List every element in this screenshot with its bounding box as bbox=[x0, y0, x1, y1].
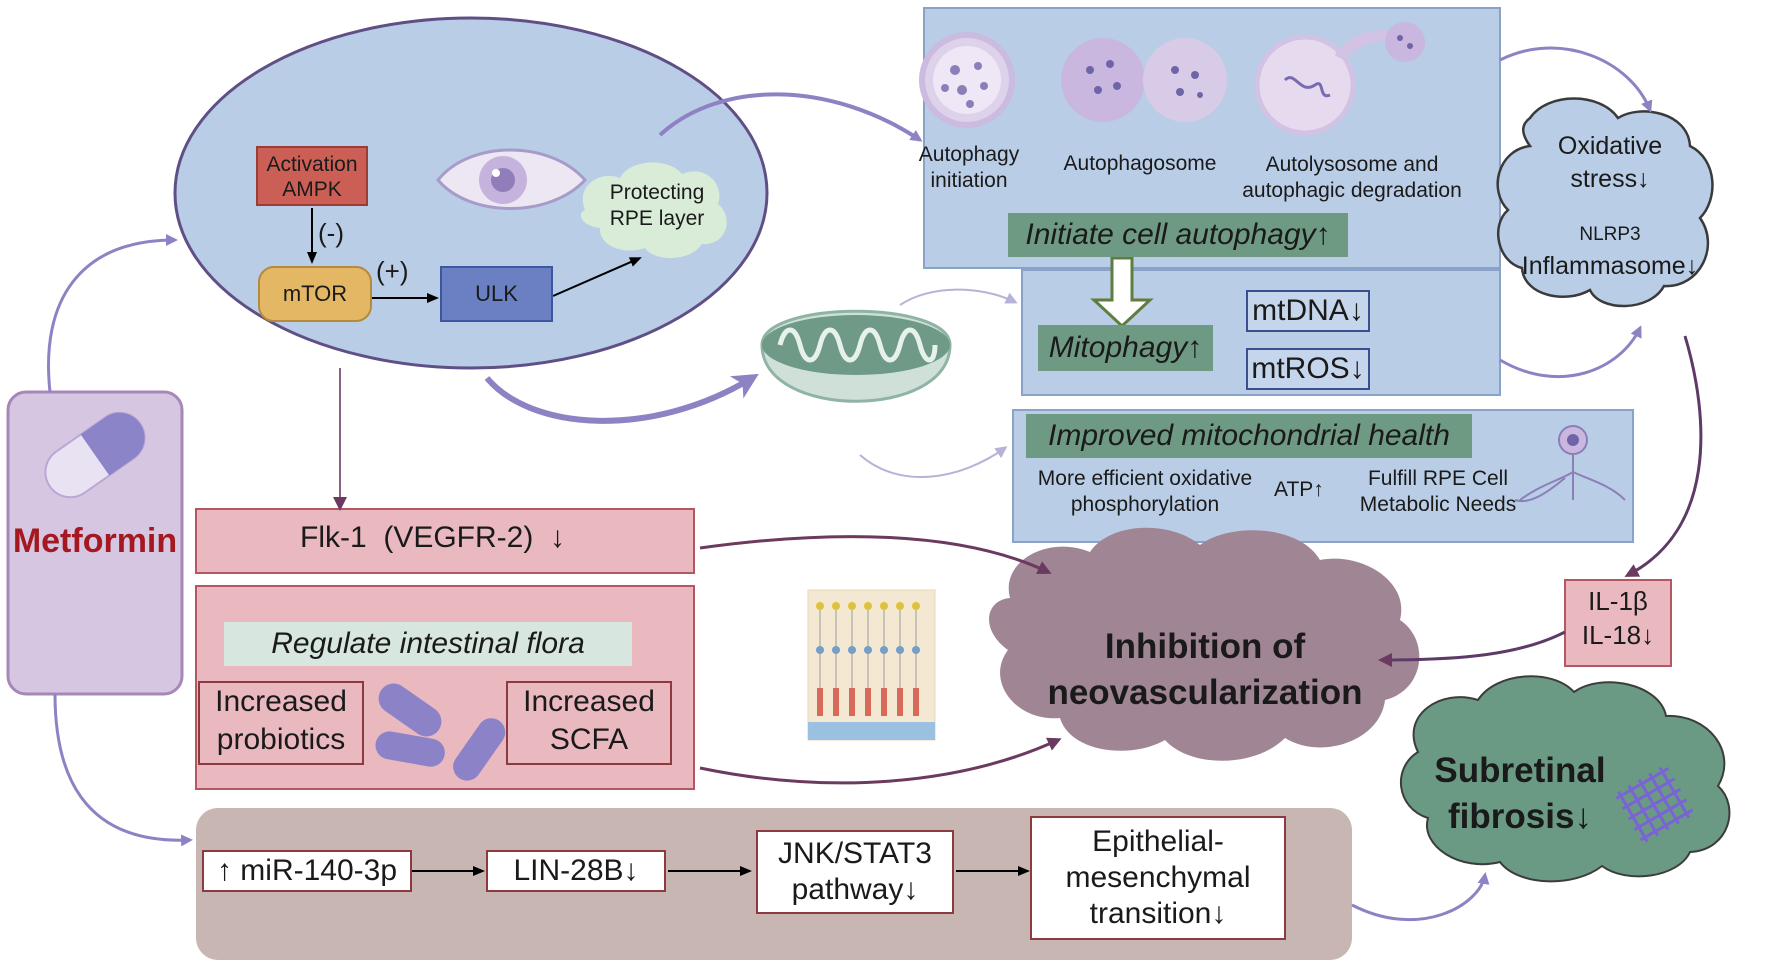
mito-health-banner-text: Improved mitochondrial health bbox=[1048, 419, 1450, 452]
arrow-oxidative-to-interleukin bbox=[1624, 335, 1703, 577]
autophagy-banner: Initiate cell autophagy↑ bbox=[1008, 213, 1348, 257]
autophagosome-label: Autophagosome bbox=[1063, 152, 1217, 175]
arrow-interleukin-to-inhibition bbox=[1378, 630, 1566, 667]
metformin-label: Metformin bbox=[12, 522, 178, 560]
oxphos-label: More efficient oxidative phosphorylation bbox=[1037, 467, 1253, 517]
activate-label: (+) bbox=[376, 256, 409, 286]
mtdna-label: mtDNA↓ bbox=[1252, 294, 1364, 327]
arrow-metformin-to-mirna bbox=[53, 693, 193, 847]
mitophagy-banner-text: Mitophagy↑ bbox=[1048, 331, 1203, 364]
activation-ampk-label: Activation AMPK bbox=[266, 153, 358, 202]
flk1-panel bbox=[195, 508, 695, 574]
rpe-needs-label: Fulfill RPE Cell Metabolic Needs bbox=[1359, 467, 1517, 517]
autophagy-initiation-icon bbox=[919, 32, 1015, 128]
flk1-label: Flk-1 (VEGFR-2) ↓ bbox=[300, 521, 566, 554]
atp-label: ATP↑ bbox=[1274, 478, 1324, 501]
scfa-box: Increased SCFA bbox=[506, 681, 672, 765]
fibrosis-mesh-icon bbox=[1615, 766, 1694, 843]
arrow-ampk-to-mitochondrion bbox=[484, 373, 759, 424]
lin28b-label: LIN-28B↓ bbox=[513, 854, 639, 887]
rpe-cloud bbox=[580, 162, 727, 259]
inhibition-label: Inhibition of neovascularization bbox=[1047, 627, 1363, 712]
mtdna-box: mtDNA↓ bbox=[1246, 290, 1370, 332]
mito-health-banner: Improved mitochondrial health bbox=[1026, 414, 1472, 458]
probiotics-label: Increased probiotics bbox=[215, 685, 347, 756]
arrow-mito-to-health bbox=[859, 446, 1008, 479]
flora-panel bbox=[195, 585, 695, 790]
pill-capsule-icon bbox=[44, 411, 146, 499]
autolysosome-icon bbox=[1254, 22, 1425, 136]
interleukin-panel bbox=[1564, 579, 1672, 667]
autolysosome-label: Autolysosome and autophagic degradation bbox=[1242, 153, 1462, 203]
neuron-icon bbox=[1514, 425, 1626, 503]
bacteria-icon bbox=[375, 683, 506, 781]
mitophagy-banner: Mitophagy↑ bbox=[1038, 325, 1213, 371]
arrow-flora-to-inhibition bbox=[699, 737, 1062, 785]
probiotics-box: Increased probiotics bbox=[198, 681, 364, 765]
arrow-mito-to-mitophagy bbox=[899, 288, 1018, 306]
arrow-mitophagy-to-oxidative bbox=[1499, 325, 1642, 378]
down-arrow-icon bbox=[1090, 256, 1154, 329]
inhibition-cloud bbox=[989, 527, 1420, 761]
oxidative-stress-label: Oxidative stress↓ bbox=[1557, 132, 1663, 193]
ulk-label: ULK bbox=[475, 281, 518, 306]
autophagy-banner-text: Initiate cell autophagy↑ bbox=[1025, 218, 1331, 251]
nlrp3-label: NLRP3 bbox=[1579, 224, 1641, 245]
flora-banner-text: Regulate intestinal flora bbox=[271, 627, 585, 660]
inflammasome-label: Inflammasome↓ bbox=[1521, 252, 1699, 280]
mir-box: ↑ miR-140-3p bbox=[202, 850, 412, 892]
fibrosis-label: Subretinal fibrosis↓ bbox=[1434, 751, 1606, 836]
interleukin-label: IL-1β IL-18↓ bbox=[1581, 586, 1655, 650]
protecting-rpe-label: Protecting RPE layer bbox=[609, 181, 705, 231]
mtor-box: mTOR bbox=[258, 266, 372, 322]
retina-layers-icon bbox=[807, 589, 936, 741]
fibrosis-cloud bbox=[1399, 675, 1731, 883]
mitochondrion-icon bbox=[760, 309, 952, 403]
jnk-box: JNK/STAT3 pathway↓ bbox=[756, 830, 954, 914]
autophagy-initiation-label: Autophagy initiation bbox=[918, 143, 1020, 193]
mtor-label: mTOR bbox=[282, 281, 348, 306]
mtros-box: mtROS↓ bbox=[1246, 348, 1370, 390]
flora-banner: Regulate intestinal flora bbox=[224, 622, 632, 666]
autophagosome-icon bbox=[1061, 38, 1227, 122]
lin28b-box: LIN-28B↓ bbox=[486, 850, 666, 892]
arrow-autophagy-to-oxidative bbox=[1499, 46, 1653, 113]
eye-icon bbox=[436, 148, 588, 210]
mir-label: ↑ miR-140-3p bbox=[216, 854, 398, 887]
emt-box: Epithelial- mesenchymal transition↓ bbox=[1030, 816, 1286, 940]
arrow-ampk-to-autophagy bbox=[658, 92, 923, 142]
inhibit-label: (-) bbox=[318, 218, 344, 248]
arrow-mirna-to-fibrosis bbox=[1351, 872, 1490, 922]
ulk-box: ULK bbox=[440, 266, 553, 322]
emt-label: Epithelial- mesenchymal transition↓ bbox=[1065, 825, 1251, 930]
jnk-label: JNK/STAT3 pathway↓ bbox=[778, 837, 932, 906]
arrow-metformin-to-ampk bbox=[47, 234, 178, 393]
activation-ampk-box: Activation AMPK bbox=[256, 146, 368, 206]
mtros-label: mtROS↓ bbox=[1251, 352, 1365, 385]
arrow-flk1-to-inhibition bbox=[699, 535, 1052, 575]
arrow-ulk-to-rpe bbox=[552, 257, 642, 297]
oxidative-stress-cloud bbox=[1496, 97, 1714, 308]
scfa-label: Increased SCFA bbox=[523, 685, 655, 756]
